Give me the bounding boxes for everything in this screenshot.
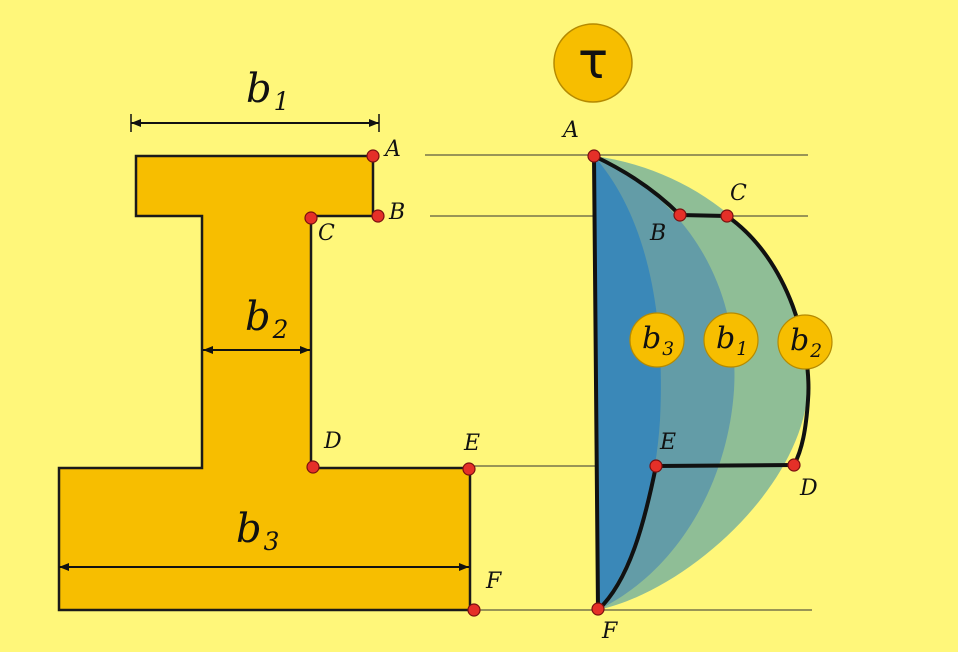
- dimension-b3: b3: [59, 506, 469, 571]
- stress-point-c: [720, 209, 734, 223]
- stress-label-e: E: [659, 430, 676, 455]
- stress-label-f: F: [601, 619, 618, 644]
- stress-jump-de: [654, 463, 796, 468]
- section-point-b: [371, 209, 385, 223]
- stress-label-b: B: [649, 221, 666, 246]
- stress-jump-bc: [678, 213, 729, 218]
- section-points: [304, 149, 481, 617]
- tau-circle: [553, 23, 633, 103]
- stress-point-d: [787, 458, 801, 472]
- dimension-b2: b2: [203, 294, 310, 354]
- stress-point-f: [591, 602, 605, 616]
- stress-label-c: C: [730, 181, 747, 206]
- dimension-label-b2: b2: [245, 294, 288, 344]
- region-label-b3: b3: [629, 312, 685, 368]
- section-label-f: F: [485, 569, 502, 594]
- section-point-labels: A B C D E F: [318, 137, 502, 594]
- section-point-d: [306, 460, 320, 474]
- region-circle-b2: [777, 314, 833, 370]
- section-label-b: B: [388, 200, 405, 225]
- tau-symbol: τ: [578, 32, 608, 90]
- region-text-b3: b3: [642, 321, 674, 360]
- dimension-label-b1: b1: [246, 66, 289, 116]
- section-point-e: [462, 462, 476, 476]
- section-label-a: A: [383, 137, 401, 162]
- section-label-c: C: [318, 221, 335, 246]
- stress-axis: [592, 154, 600, 612]
- stress-point-labels: A B C D E F: [561, 118, 818, 644]
- region-text-b2: b2: [790, 323, 822, 362]
- tau-symbol-badge: τ: [553, 23, 633, 103]
- stress-label-d: D: [799, 476, 818, 501]
- stress-point-b: [673, 208, 687, 222]
- region-label-b2: b2: [777, 314, 833, 370]
- dimension-label-b3: b3: [236, 506, 279, 556]
- stress-curve-ef: [596, 464, 658, 612]
- stress-curve-cd: [725, 214, 811, 467]
- stress-label-a: A: [561, 118, 579, 143]
- section-point-f: [467, 603, 481, 617]
- region-circle-b1: [703, 312, 759, 368]
- section-point-a: [366, 149, 380, 163]
- section-label-e: E: [463, 431, 480, 456]
- section-label-d: D: [323, 429, 342, 454]
- stress-region-b3: [594, 156, 661, 610]
- stress-point-a: [587, 149, 601, 163]
- section-point-c: [304, 211, 318, 225]
- dimension-b1: b1: [130, 66, 380, 132]
- stress-curve-ab: [592, 154, 682, 217]
- stress-point-e: [649, 459, 663, 473]
- stress-regions: [594, 156, 809, 610]
- region-circle-b3: [629, 312, 685, 368]
- stress-outline: [592, 154, 811, 612]
- stress-points: [587, 149, 801, 616]
- region-text-b1: b1: [716, 321, 748, 360]
- region-label-b1: b1: [703, 312, 759, 368]
- projection-lines: [425, 154, 812, 611]
